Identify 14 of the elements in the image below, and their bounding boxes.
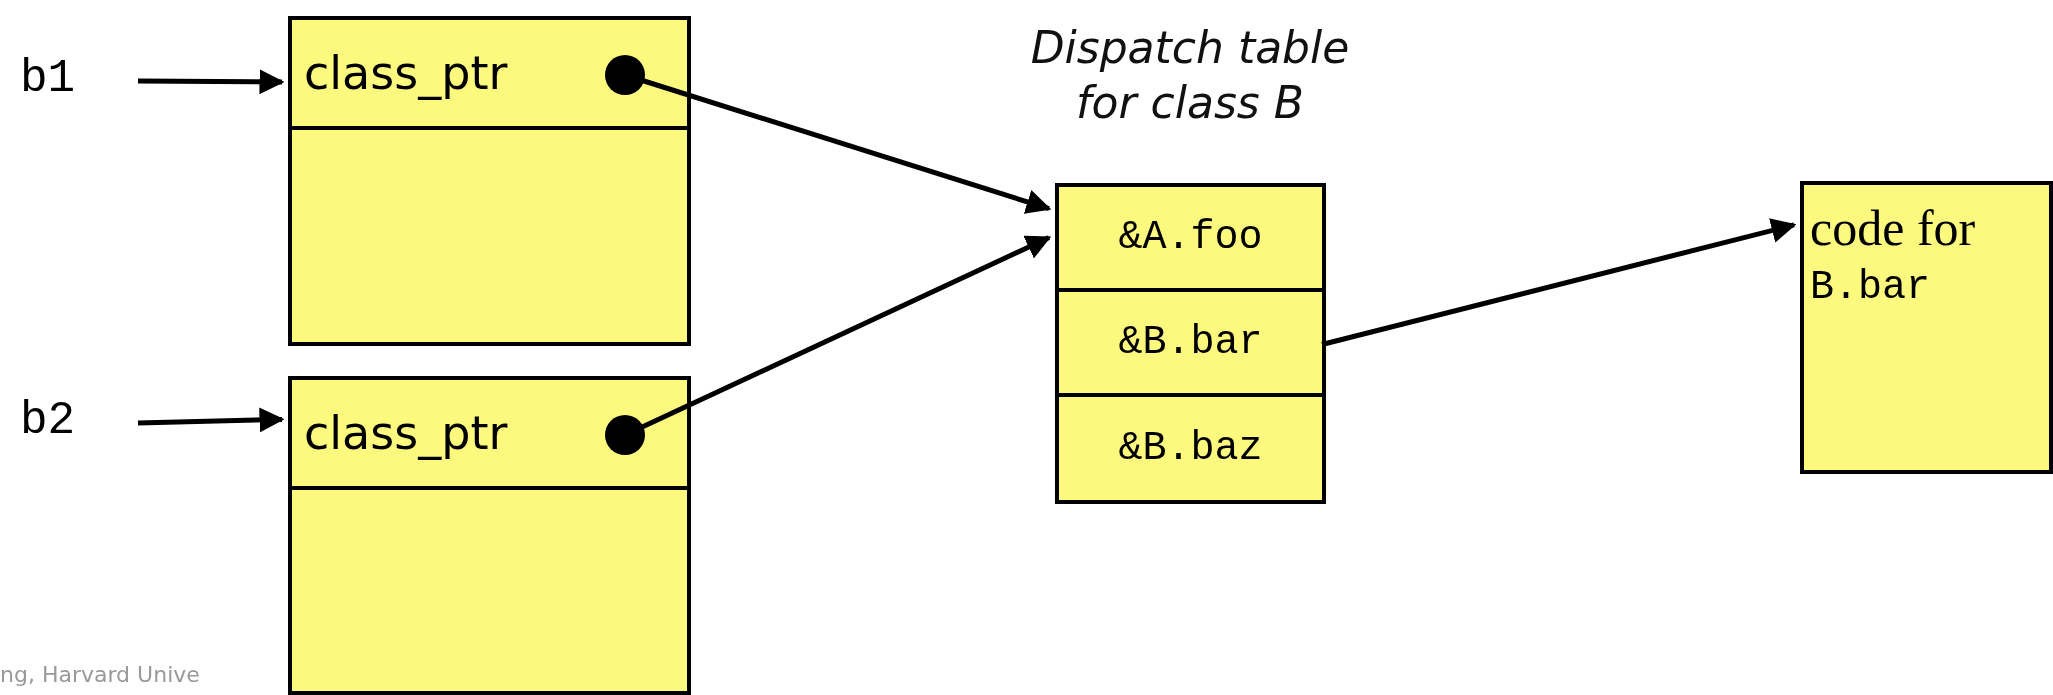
field-name: class_ptr [304, 46, 508, 100]
footer-note: ng, Harvard Unive [0, 662, 200, 687]
arrow [1321, 218, 1797, 347]
object-box [288, 16, 691, 346]
field-name: class_ptr [304, 406, 508, 460]
arrow [137, 407, 285, 433]
variable-name: b1 [20, 56, 110, 106]
variable-name: b2 [20, 398, 110, 448]
arrow [138, 69, 285, 95]
table-title: Dispatch table for class B [1029, 21, 1351, 130]
code-box [1800, 181, 2053, 474]
code-name: B.bar [1810, 265, 1932, 310]
code-caption: code for [1810, 199, 1977, 257]
object-box [288, 376, 691, 695]
